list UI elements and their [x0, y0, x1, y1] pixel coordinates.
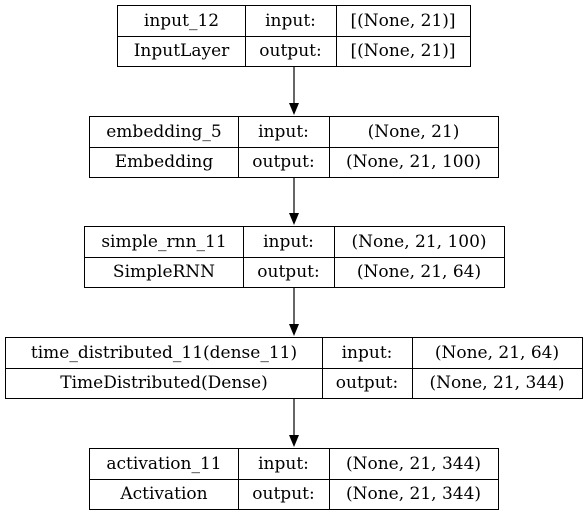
layer-type: SimpleRNN: [112, 261, 216, 282]
input-label: input:: [258, 453, 309, 474]
layer-name: simple_rnn_11: [101, 231, 227, 252]
output-shape: [(None, 21)]: [350, 40, 456, 61]
layer-name: input_12: [143, 10, 220, 31]
output-shape: (None, 21, 344): [345, 483, 482, 504]
arrow-embedding-to-rnn: [289, 178, 299, 225]
layer-type: Embedding: [114, 151, 214, 172]
input-shape: (None, 21, 344): [345, 453, 482, 474]
layer-node-simple-rnn-11: simple_rnn_11 SimpleRNN input: output: (…: [84, 226, 505, 288]
input-shape: [(None, 21)]: [350, 10, 456, 31]
output-label: output:: [252, 151, 315, 172]
divider: [90, 479, 498, 480]
output-label: output:: [259, 40, 322, 61]
input-label: input:: [263, 231, 314, 252]
output-shape: (None, 21, 64): [356, 261, 482, 282]
divider: [90, 147, 498, 148]
output-shape: (None, 21, 344): [429, 372, 565, 393]
arrow-rnn-to-timedistributed: [289, 288, 299, 336]
input-shape: (None, 21): [367, 121, 460, 142]
divider: [118, 36, 470, 37]
layer-name: time_distributed_11(dense_11): [30, 342, 298, 363]
layer-name: embedding_5: [106, 121, 222, 142]
output-shape: (None, 21, 100): [345, 151, 482, 172]
layer-type: TimeDistributed(Dense): [60, 372, 268, 393]
input-shape: (None, 21, 100): [351, 231, 487, 252]
arrow-input-to-embedding: [289, 67, 299, 115]
layer-name: activation_11: [106, 453, 222, 474]
layer-type: Activation: [120, 483, 208, 504]
divider: [85, 257, 504, 258]
layer-node-input-12: input_12 InputLayer input: output: [(Non…: [117, 5, 471, 67]
layer-node-activation-11: activation_11 Activation input: output: …: [89, 448, 499, 510]
input-label: input:: [258, 121, 309, 142]
input-shape: (None, 21, 64): [434, 342, 560, 363]
output-label: output:: [257, 261, 320, 282]
output-label: output:: [335, 372, 399, 393]
input-label: input:: [265, 10, 316, 31]
layer-node-time-distributed-11: time_distributed_11(dense_11) TimeDistri…: [5, 337, 583, 399]
arrow-timedistributed-to-activation: [289, 399, 299, 447]
layer-node-embedding-5: embedding_5 Embedding input: output: (No…: [89, 116, 499, 178]
layer-type: InputLayer: [133, 40, 230, 61]
divider: [6, 368, 582, 369]
output-label: output:: [252, 483, 315, 504]
input-label: input:: [341, 342, 393, 363]
